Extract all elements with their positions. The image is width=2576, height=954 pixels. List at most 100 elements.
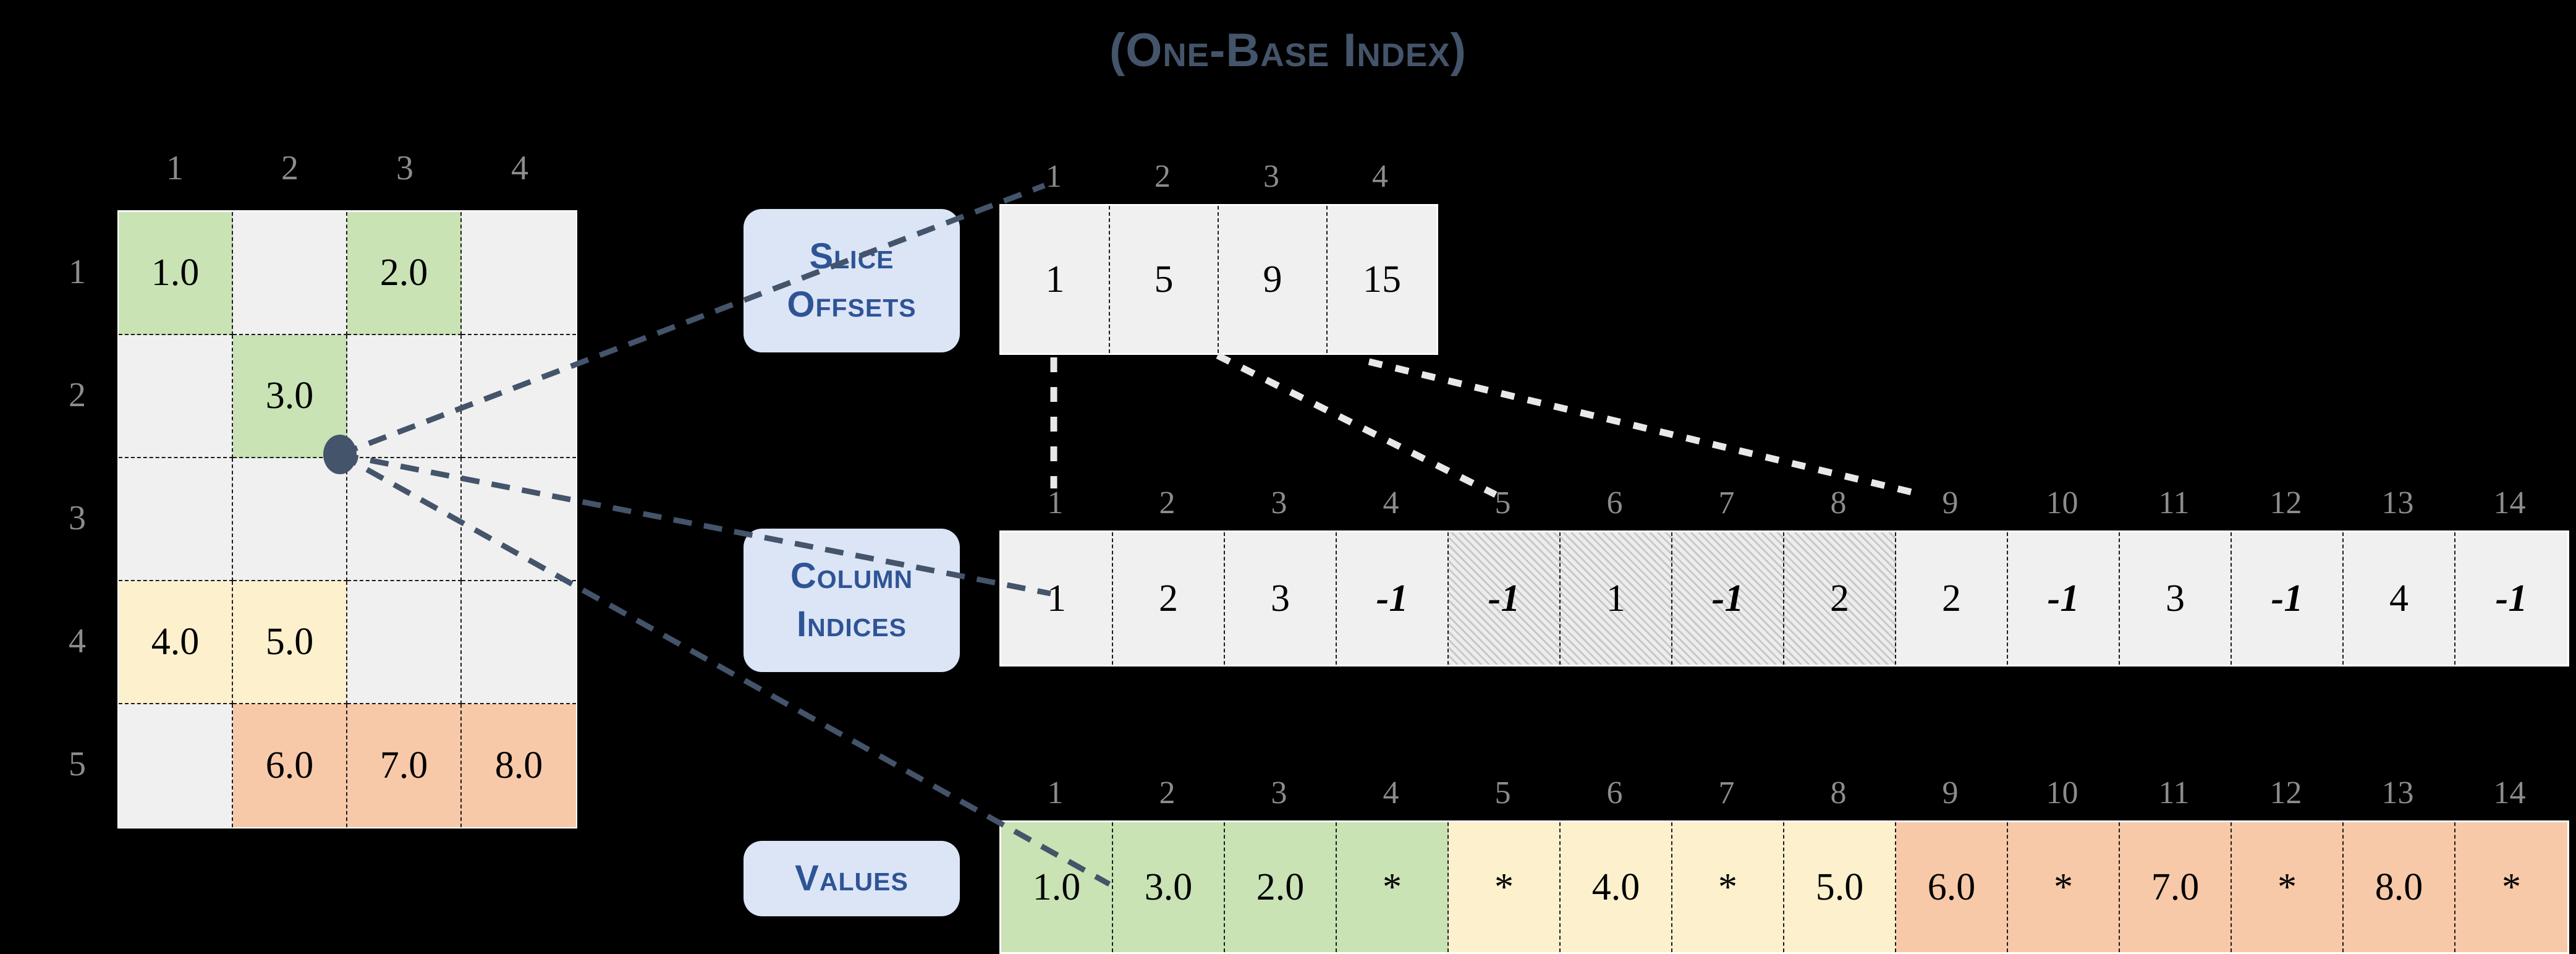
page-title: (One-Base Index) [1109,24,1467,77]
values-index-row: 1 2 3 4 5 6 7 8 9 10 11 12 13 14 [999,777,2565,809]
matrix-cell[interactable] [347,581,462,704]
matrix-cell[interactable] [347,335,462,458]
values-index: 6 [1606,775,1623,811]
matrix-row: 4.0 5.0 [119,581,576,704]
column-indices-index-row: 1 2 3 4 5 6 7 8 9 10 11 12 13 14 [999,487,2565,519]
column-indices-cell[interactable]: -1 [1672,532,1784,665]
column-indices-cell[interactable]: -1 [1449,532,1561,665]
column-indices-index: 14 [2493,485,2526,521]
matrix-row-headers: 1 2 3 4 5 [56,210,99,825]
matrix-cell[interactable] [119,335,233,458]
matrix-cell[interactable]: 5.0 [233,581,347,704]
matrix-cell[interactable]: 7.0 [347,704,462,827]
matrix-cell[interactable]: 4.0 [119,581,233,704]
matrix-grid: 1.0 2.0 3.0 4.0 5.0 6.0 7.0 8.0 [117,210,577,828]
values-cell[interactable]: 4.0 [1561,822,1672,952]
values-cell[interactable]: * [1672,822,1784,952]
slice-offsets-cells: 1 5 9 15 [999,204,1438,355]
values-index: 10 [2046,775,2078,811]
column-indices-cell[interactable]: 3 [1225,532,1337,665]
column-indices-index: 9 [1942,485,1959,521]
slice-offsets-index: 4 [1372,159,1388,194]
column-indices-index: 2 [1159,485,1176,521]
matrix-row-header: 5 [69,744,86,783]
column-indices-index: 8 [1830,485,1847,521]
values-index: 12 [2269,775,2302,811]
matrix-cell[interactable] [462,458,576,581]
values-cell[interactable]: 2.0 [1225,822,1337,952]
column-indices-cell[interactable]: -1 [1337,532,1449,665]
values-index: 2 [1159,775,1176,811]
column-indices-cell[interactable]: 2 [1896,532,2008,665]
values-cell[interactable]: 5.0 [1784,822,1896,952]
column-indices-index: 13 [2381,485,2414,521]
slice-offsets-label: Slice Offsets [744,209,960,352]
values-cell[interactable]: * [1337,822,1449,952]
column-indices-index: 10 [2046,485,2078,521]
slice-offsets-index: 2 [1155,159,1171,194]
matrix-cell[interactable] [462,581,576,704]
values-label-line1: Values [795,858,909,898]
slice-offsets-cell[interactable]: 1 [1001,206,1110,353]
values-index: 5 [1494,775,1511,811]
matrix-cell[interactable]: 2.0 [347,212,462,335]
column-indices-cell[interactable]: 2 [1113,532,1225,665]
values-cell[interactable]: 8.0 [2344,822,2455,952]
matrix-cell[interactable] [233,458,347,581]
mapping-line-offset-2 [1216,352,1498,498]
matrix-cell[interactable] [119,704,233,827]
values-cell[interactable]: * [2455,822,2567,952]
matrix-cell[interactable]: 6.0 [233,704,347,827]
matrix-cell[interactable]: 3.0 [233,335,347,458]
matrix-cell[interactable] [347,458,462,581]
column-indices-label-line1: Column [790,555,913,596]
values-cell[interactable]: 3.0 [1113,822,1225,952]
column-indices-cell[interactable]: 1 [1001,532,1113,665]
values-index: 4 [1383,775,1399,811]
column-indices-cell[interactable]: 3 [2120,532,2232,665]
values-cell[interactable]: * [2232,822,2344,952]
mapping-line-offset-3 [1368,358,1923,498]
column-indices-cell[interactable]: 1 [1561,532,1672,665]
matrix-cell[interactable] [233,212,347,335]
values-cell[interactable]: 1.0 [1001,822,1113,952]
values-cell[interactable]: * [1449,822,1561,952]
values-index: 3 [1271,775,1287,811]
values-index: 9 [1942,775,1959,811]
values-cell[interactable]: 7.0 [2120,822,2232,952]
column-indices-cell[interactable]: 2 [1784,532,1896,665]
values-index: 1 [1047,775,1064,811]
matrix-cell[interactable] [462,212,576,335]
column-indices-index: 1 [1047,485,1064,521]
values-cells: 1.0 3.0 2.0 * * 4.0 * 5.0 6.0 * 7.0 * 8.… [999,820,2569,954]
column-indices-cell[interactable]: -1 [2232,532,2344,665]
values-cell[interactable]: 6.0 [1896,822,2008,952]
slice-offsets-cell[interactable]: 15 [1328,206,1436,353]
column-indices-index: 5 [1494,485,1511,521]
matrix-row-header: 4 [69,621,86,660]
values-cell[interactable]: * [2008,822,2120,952]
matrix-column-header: 4 [511,149,528,187]
column-indices-index: 3 [1271,485,1287,521]
values-index: 13 [2381,775,2414,811]
matrix-cell[interactable] [462,335,576,458]
values-index: 7 [1718,775,1735,811]
slice-offsets-label-line2: Offsets [787,284,917,325]
matrix-column-header: 3 [396,149,413,187]
column-indices-cell[interactable]: -1 [2008,532,2120,665]
values-label: Values [744,841,960,916]
matrix-cell[interactable] [119,458,233,581]
matrix-row: 3.0 [119,335,576,458]
slice-offsets-cell[interactable]: 5 [1110,206,1219,353]
column-indices-cell[interactable]: -1 [2455,532,2567,665]
matrix-cell[interactable]: 1.0 [119,212,233,335]
slice-offsets-index: 1 [1046,159,1062,194]
slice-offsets-array: 1 2 3 4 1 5 9 15 [999,161,1438,355]
column-indices-cell[interactable]: 4 [2344,532,2455,665]
column-indices-index: 12 [2269,485,2302,521]
matrix-column-headers: 1 2 3 4 [117,148,577,188]
matrix-cell[interactable]: 8.0 [462,704,576,827]
slice-offsets-cell[interactable]: 9 [1219,206,1328,353]
matrix-row [119,458,576,581]
column-indices-array: 1 2 3 4 5 6 7 8 9 10 11 12 13 14 1 2 3 -… [999,487,2569,667]
